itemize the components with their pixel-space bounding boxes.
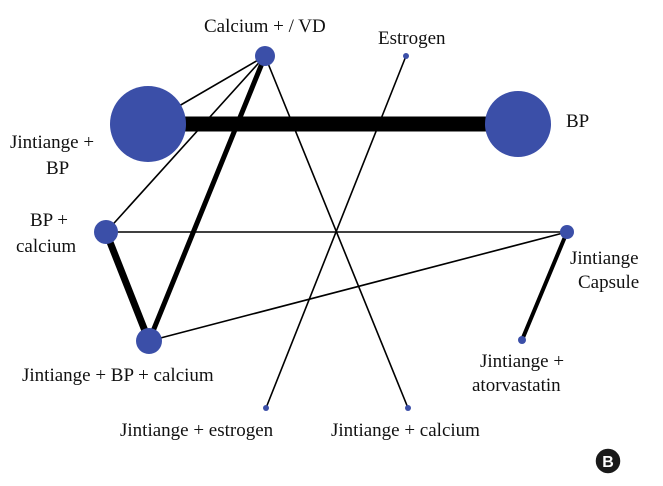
node-calcium-vd — [255, 46, 275, 66]
node-jintiange-calcium — [405, 405, 411, 411]
node-jintiange-bp-calcium — [136, 328, 162, 354]
node-jintiange-atorvastatin — [518, 336, 526, 344]
label-jintiange-bp-line2: BP — [46, 158, 69, 179]
edge-bp_calcium-jintiange_bp_calcium — [102, 230, 153, 343]
nodes-layer — [94, 46, 574, 411]
edge-calcium_vd-jintiange_bp_calcium — [146, 55, 268, 342]
node-jintiange-bp — [110, 86, 186, 162]
label-bp-calcium-line1: BP + — [30, 210, 68, 231]
label-jintiange-bp-line1: Jintiange + — [10, 132, 94, 153]
panel-badge-letter: B — [602, 454, 614, 471]
node-jintiange-estrogen — [263, 405, 269, 411]
label-jintiange-calcium: Jintiange + calcium — [331, 420, 480, 441]
edge-calcium_vd-bp_calcium — [105, 55, 266, 233]
node-estrogen — [403, 53, 409, 59]
label-jintiange-capsule-line2: Capsule — [578, 272, 639, 293]
panel-badge-circle — [594, 447, 622, 475]
edges-layer — [102, 55, 569, 409]
label-bp-calcium-line2: calcium — [16, 236, 76, 257]
node-bp-calcium — [94, 220, 118, 244]
label-jintiange-atorvastatin-line2: atorvastatin — [472, 375, 561, 396]
label-bp: BP — [566, 111, 589, 132]
edge-jintiange_capsule-jintiange_atorvastatin — [520, 231, 569, 341]
node-jintiange-capsule — [560, 225, 574, 239]
label-calcium-vd: Calcium + / VD — [204, 16, 326, 37]
label-estrogen: Estrogen — [378, 28, 446, 49]
label-jintiange-capsule-line1: Jintiange — [570, 248, 639, 269]
edge-jintiange_bp_calcium-jintiange_capsule — [148, 231, 568, 342]
node-bp — [485, 91, 551, 157]
label-jintiange-bp-calcium: Jintiange + BP + calcium — [22, 365, 214, 386]
label-jintiange-estrogen: Jintiange + estrogen — [120, 420, 274, 441]
label-jintiange-atorvastatin-line1: Jintiange + — [480, 351, 564, 372]
